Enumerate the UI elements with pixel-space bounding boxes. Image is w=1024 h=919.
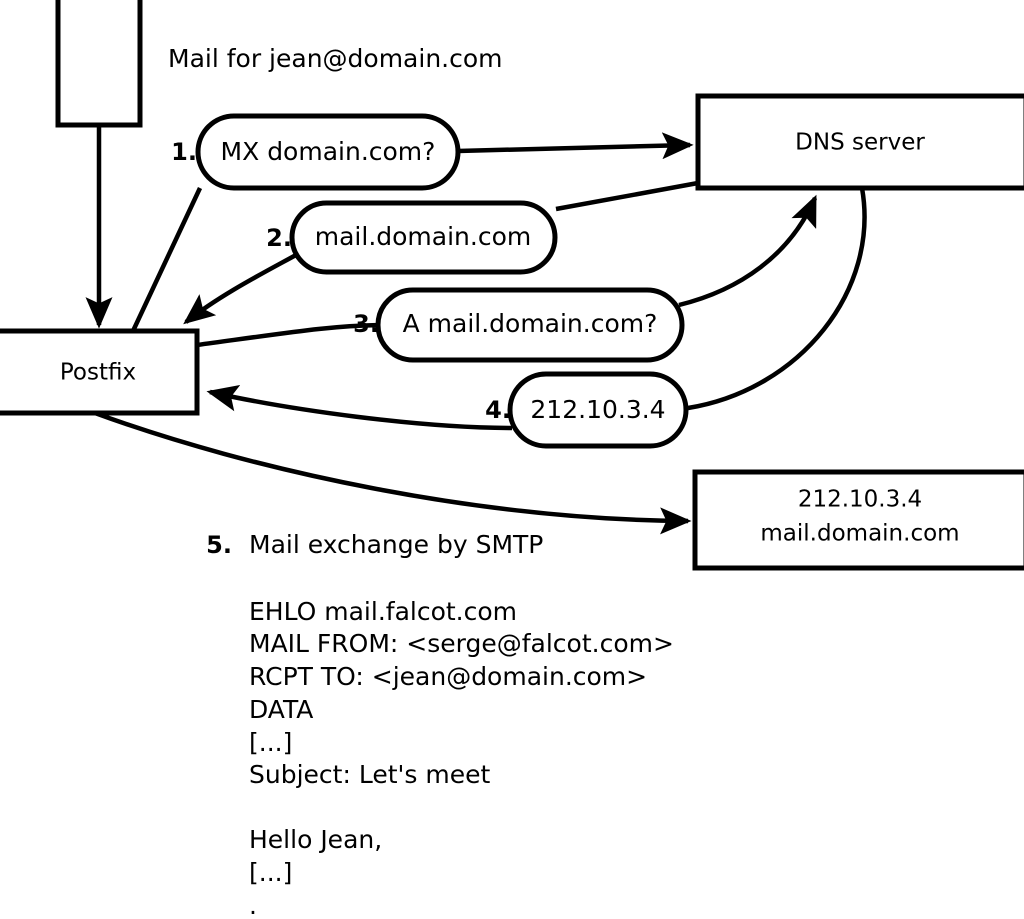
bubble-step4 [507,371,689,449]
edge-step3-to-dns [678,194,818,308]
message-line-terminator: . [249,891,257,919]
smtp-line-ehlo: EHLO mail.falcot.com [249,597,517,626]
bubble-step3-label: A mail.domain.com? [403,309,658,338]
edge-step1-to-dns [457,132,694,160]
edge-dns-to-step2 [555,180,699,212]
node-dns-label: DNS server [795,130,925,156]
node-postfix-label: Postfix [60,360,136,386]
smtp-line-subject: Subject: Let's meet [249,760,490,789]
step-number-1: 1. [171,138,197,166]
diagram-title: Mail for jean@domain.com [168,44,503,73]
bubble-step1 [195,113,461,191]
edge-postfix-to-step3 [196,322,381,348]
smtp-line-rcpt-to: RCPT TO: <jean@domain.com> [249,662,647,691]
smtp-line-mail-from: MAIL FROM: <serge@falcot.com> [249,629,674,658]
node-sender-box [55,0,143,128]
step5-label: Mail exchange by SMTP [249,530,543,559]
edge-postfix-to-mailserver [94,410,692,535]
step-number-3: 3. [353,310,379,338]
bubble-step4-label: 212.10.3.4 [530,395,665,424]
node-postfix-box [0,328,200,416]
bubble-step1-label: MX domain.com? [221,137,436,166]
smtp-line-data: DATA [249,695,313,724]
bubble-step2-label: mail.domain.com [315,222,531,251]
node-dns-box [695,93,1024,191]
step-number-5: 5. [206,531,232,559]
smtp-line-ellipsis: [...] [249,728,292,757]
step-number-2: 2. [266,224,292,252]
edge-postfix-to-step1 [130,187,203,332]
node-mailserver-ip: 212.10.3.4 [798,487,922,513]
bubble-step2 [289,200,558,275]
edge-dns-to-step4 [687,187,867,411]
edge-step2-to-postfix [183,253,298,325]
node-mailserver-host: mail.domain.com [760,521,959,547]
node-mailserver-box [692,469,1024,571]
message-line-greeting: Hello Jean, [249,825,382,854]
edge-step4-to-postfix [206,384,513,431]
message-line-ellipsis: [...] [249,858,292,887]
bubble-step3 [375,287,685,363]
step-number-4: 4. [485,396,511,424]
